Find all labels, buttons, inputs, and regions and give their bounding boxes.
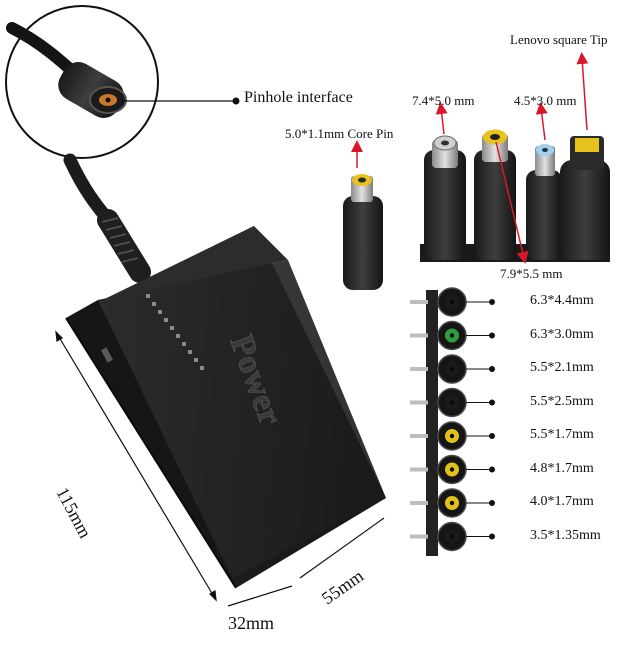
tip-7-9 [474, 129, 516, 260]
callout-lenovo-square-tip: Lenovo square Tip [510, 32, 608, 47]
small-tip-label: 3.5*1.35mm [530, 527, 601, 543]
small-tip-label: 6.3*3.0mm [530, 326, 594, 342]
tip-7-4 [424, 135, 466, 260]
callout-tip-core-pin: 5.0*1.1mm Core Pin [285, 126, 394, 141]
callout-tip-7-4: 7.4*5.0 mm [412, 93, 475, 108]
callout-tip-7-9: 7.9*5.5 mm [500, 266, 563, 281]
small-tip-label: 6.3*4.4mm [530, 293, 594, 308]
small-tip [410, 387, 495, 418]
callout-pinhole-interface: Pinhole interface [244, 89, 353, 106]
small-tip-label: 5.5*2.1mm [530, 360, 594, 375]
dimension-height: 32mm [228, 613, 275, 633]
small-tip [410, 354, 495, 384]
small-tip-label: 5.5*1.7mm [530, 427, 594, 442]
small-tip-label: 4.0*1.7mm [530, 494, 594, 509]
small-tip [410, 320, 495, 351]
small-tip [410, 287, 495, 317]
small-tip [410, 454, 495, 485]
dc-cable [63, 153, 151, 283]
callout-tip-4-5: 4.5*3.0 mm [514, 93, 577, 108]
small-tip [410, 488, 495, 518]
tip-4-5 [526, 144, 562, 260]
small-tip-label: 4.8*1.7mm [530, 460, 594, 476]
dimension-lines [55, 330, 385, 607]
small-tip [410, 421, 495, 451]
power-adapter-body: Power [65, 226, 386, 589]
tip-core-pin [343, 174, 383, 290]
pinhole-zoom-circle [5, 5, 159, 159]
small-tip-label: 5.5*2.5mm [530, 393, 594, 409]
small-tips-column [426, 290, 438, 556]
callout-arrows [351, 52, 589, 264]
small-tip [410, 521, 495, 552]
tip-lenovo [560, 136, 610, 260]
